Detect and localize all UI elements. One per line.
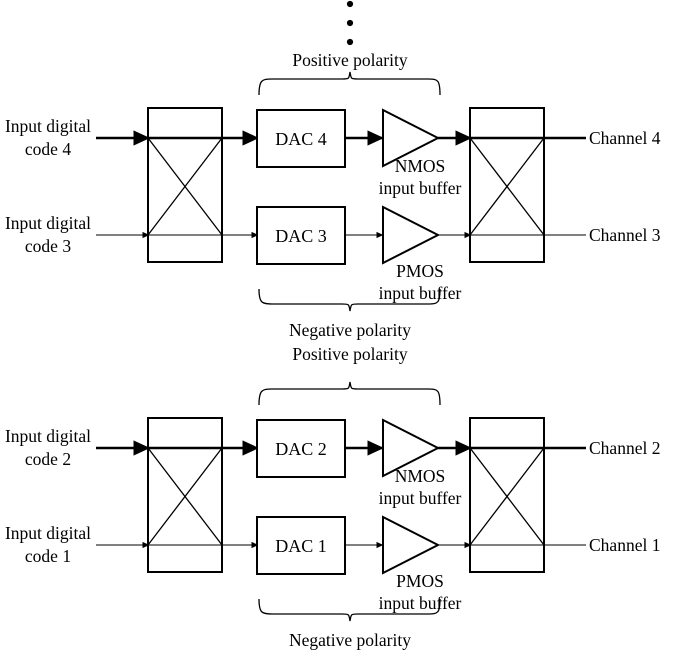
crossbar-mux-right-lower	[469, 417, 545, 573]
label-dac-2: DAC 2	[275, 439, 327, 459]
label-negative-polarity-upper: Negative polarity	[289, 320, 411, 340]
label-input-code3-line1: Input digital	[5, 213, 91, 233]
label-pmos-buffer-lower-line1: PMOS	[396, 571, 444, 591]
label-channel-2: Channel 2	[589, 438, 660, 458]
label-nmos-buffer-lower-line2: input buffer	[379, 488, 462, 508]
label-input-code2-line2: code 2	[25, 449, 71, 469]
label-dac-4: DAC 4	[275, 129, 327, 149]
label-channel-3: Channel 3	[589, 225, 661, 245]
crossbar-mux-right-upper	[469, 107, 545, 263]
label-pmos-buffer-upper-line2: input buffer	[379, 283, 462, 303]
label-positive-polarity-lower: Positive polarity	[292, 344, 407, 364]
label-channel-4: Channel 4	[589, 128, 661, 148]
label-channel-1: Channel 1	[589, 535, 660, 555]
label-input-code1-line2: code 1	[25, 546, 71, 566]
label-dac-3: DAC 3	[275, 226, 327, 246]
nmos-buffer-triangle-lower	[382, 418, 441, 478]
crossbar-mux-left-lower	[147, 417, 223, 573]
label-nmos-buffer-upper-line1: NMOS	[395, 156, 446, 176]
label-input-code4-line1: Input digital	[5, 116, 91, 136]
label-input-code4-line2: code 4	[25, 139, 71, 159]
dac-box-2	[256, 419, 346, 478]
pmos-buffer-triangle-lower	[382, 515, 441, 575]
label-nmos-buffer-upper-line2: input buffer	[379, 178, 462, 198]
label-input-code2-line1: Input digital	[5, 426, 91, 446]
dac-box-3	[256, 206, 346, 265]
label-positive-polarity-upper: Positive polarity	[292, 50, 407, 70]
brace-negative-polarity-lower	[258, 598, 441, 622]
brace-negative-polarity-upper	[258, 288, 441, 312]
label-input-code1-line1: Input digital	[5, 523, 91, 543]
brace-positive-polarity-upper	[258, 71, 441, 96]
label-pmos-buffer-upper-line1: PMOS	[396, 261, 444, 281]
dac-box-1	[256, 516, 346, 575]
brace-positive-polarity-lower	[258, 381, 441, 406]
label-dac-1: DAC 1	[275, 536, 327, 556]
label-pmos-buffer-lower-line2: input buffer	[379, 593, 462, 613]
nmos-buffer-triangle-upper	[382, 108, 441, 168]
label-input-code3-line2: code 3	[25, 236, 71, 256]
crossbar-mux-left-upper	[147, 107, 223, 263]
label-nmos-buffer-lower-line1: NMOS	[395, 466, 446, 486]
vertical-ellipsis-icon	[346, 0, 354, 46]
label-negative-polarity-lower: Negative polarity	[289, 630, 411, 650]
dac-box-4	[256, 109, 346, 168]
pmos-buffer-triangle-upper	[382, 205, 441, 265]
